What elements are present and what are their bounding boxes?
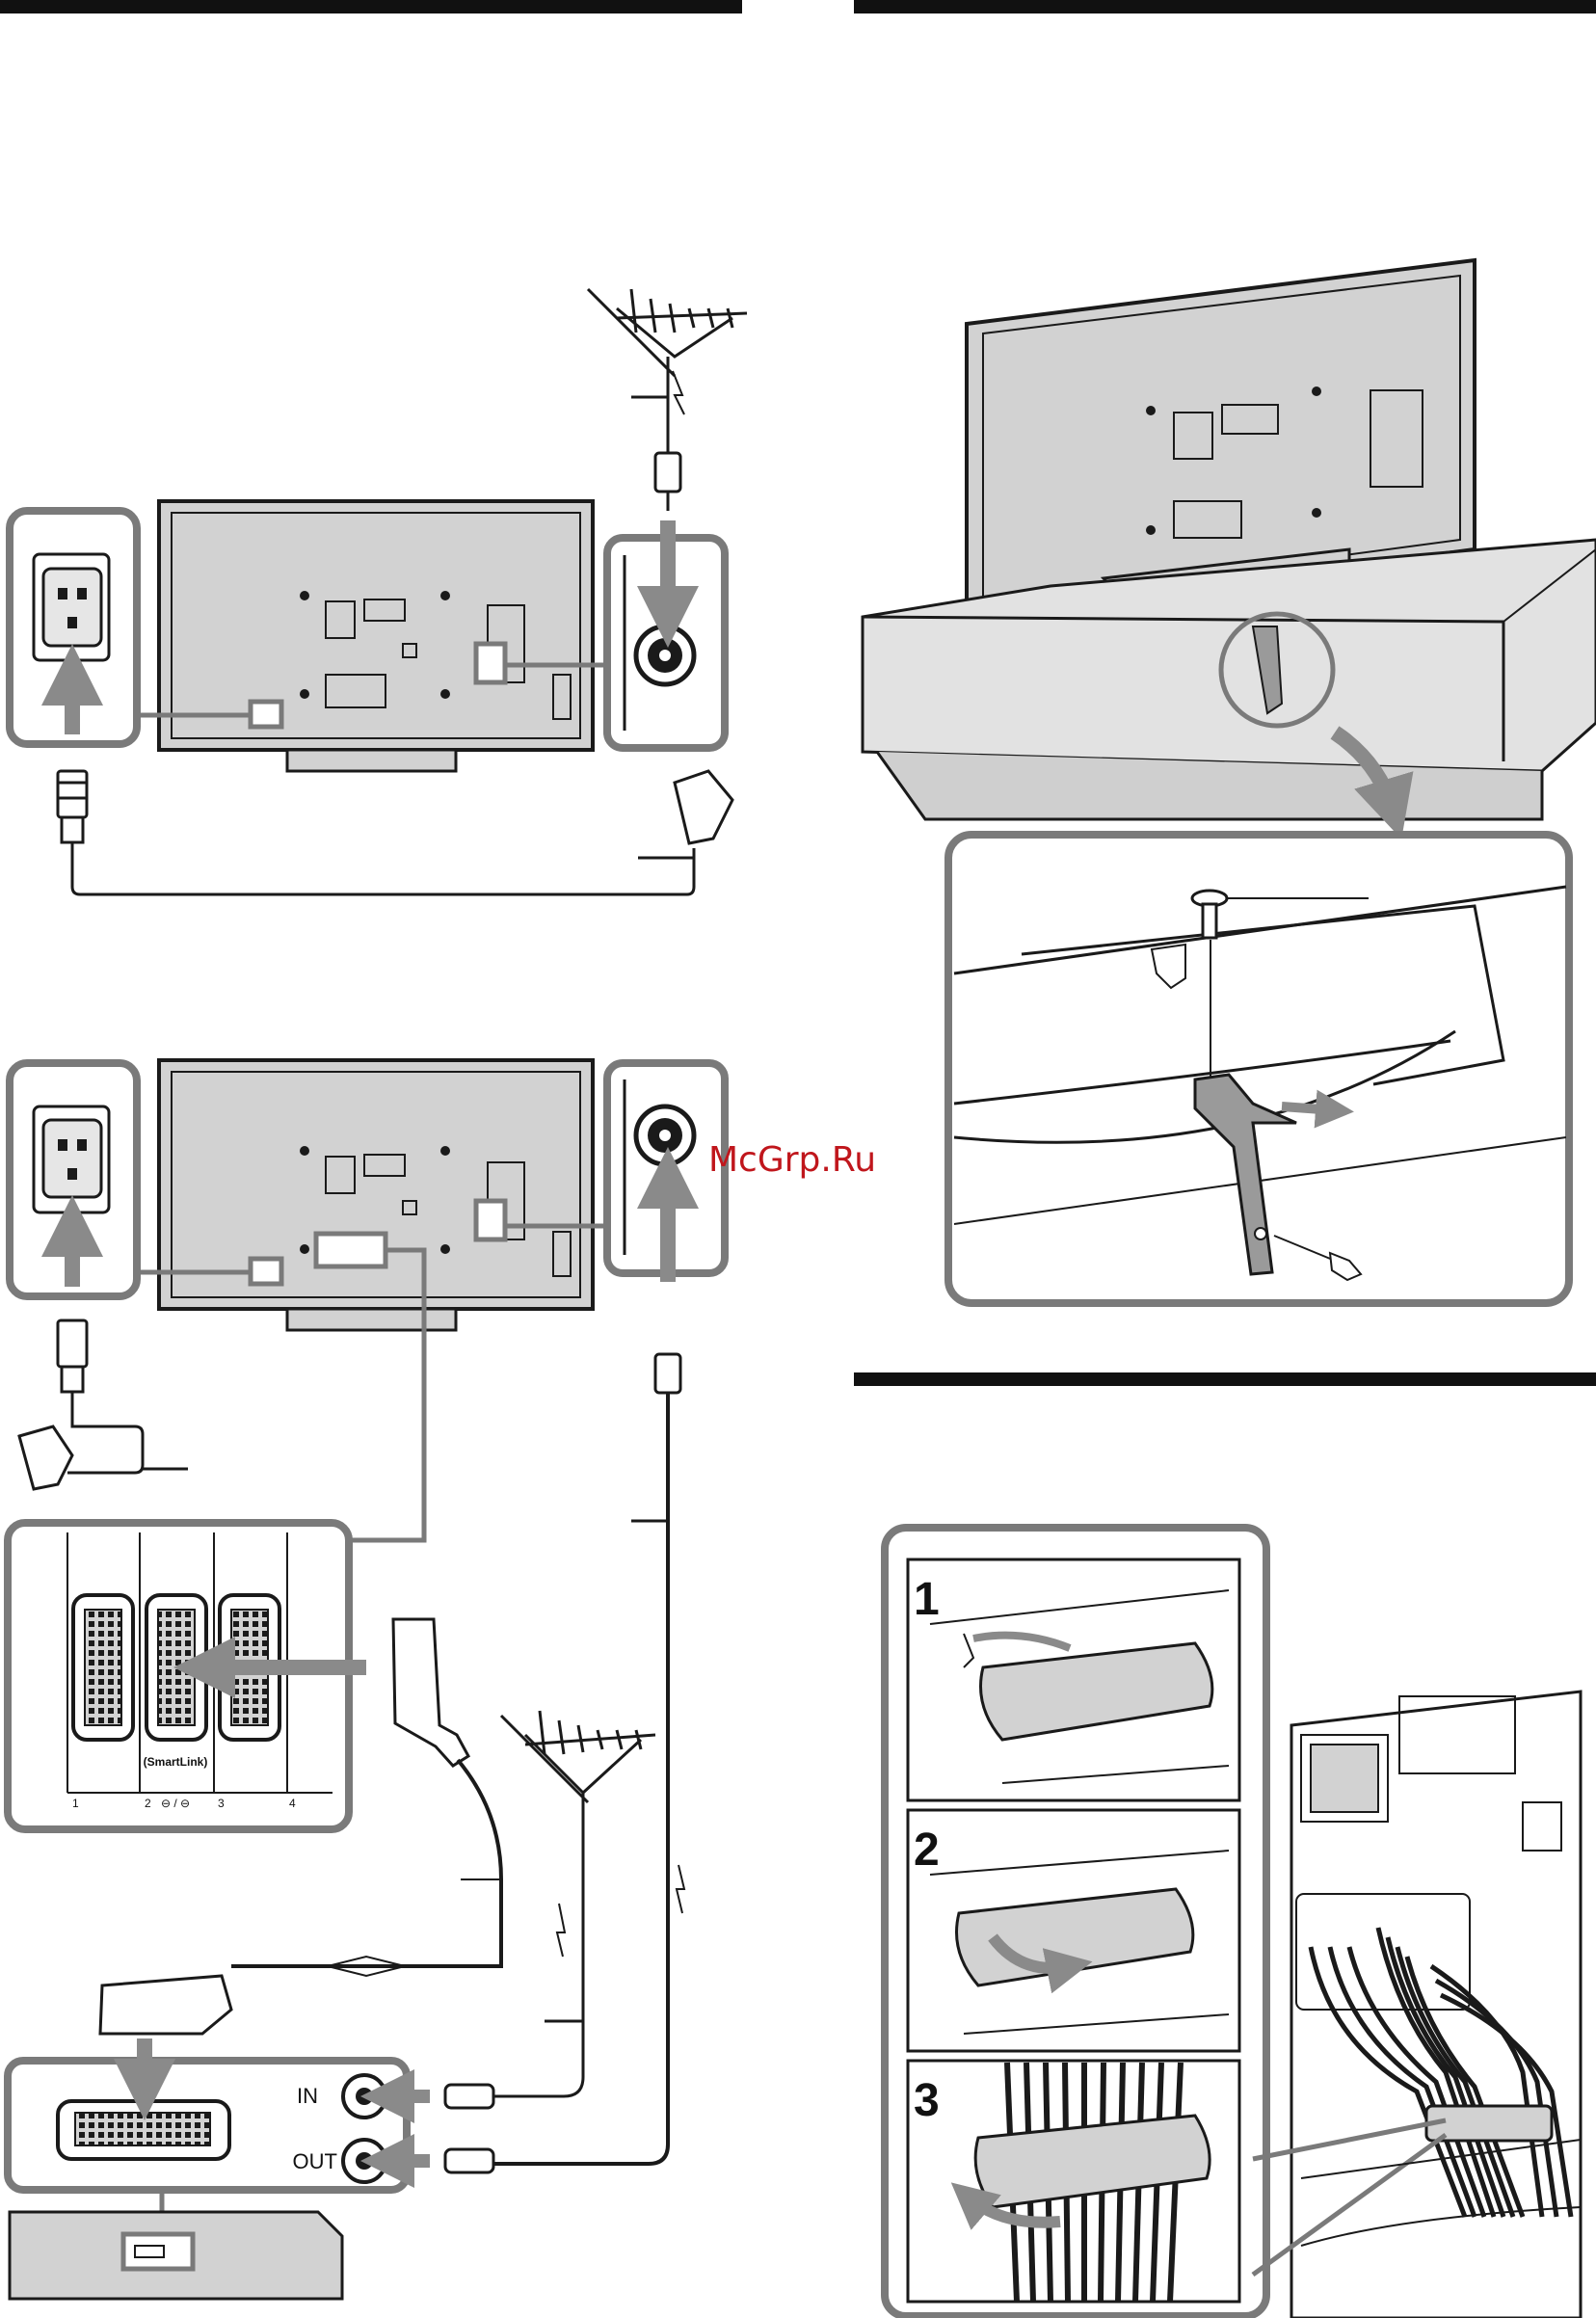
cable-holder-diagram: 1 2 3 <box>885 1528 1596 2318</box>
scart-socket-2 <box>146 1595 206 1740</box>
ac-inlet-icon-2 <box>43 1120 101 1197</box>
section-rule-right-top <box>854 0 1596 13</box>
port-number-4: 4 <box>289 1797 296 1810</box>
scart-socket-1 <box>73 1595 133 1740</box>
section-rule-right-middle <box>854 1372 1596 1386</box>
mains-lead-icon <box>58 771 732 894</box>
in-label: IN <box>297 2084 318 2108</box>
port-number-2: 2 <box>145 1797 151 1810</box>
port-number-3: 3 <box>218 1797 225 1810</box>
step-3-number: 3 <box>914 2075 940 2126</box>
aerial-connection-diagram <box>10 289 747 894</box>
out-label: OUT <box>293 2149 337 2173</box>
port-symbol: ⊖ / ⊖ <box>161 1797 190 1810</box>
tv-stand-strap-diagram: McGrp.Ru <box>708 260 1596 1303</box>
aerial-antenna-icon-2 <box>493 1354 684 2164</box>
step-2-number: 2 <box>914 1825 940 1876</box>
port-number-1: 1 <box>72 1797 79 1810</box>
tv-rear-panel <box>159 501 593 750</box>
ac-inlet-icon <box>43 569 101 646</box>
mains-lead-icon-2 <box>19 1320 188 1489</box>
recorder-device-icon <box>10 2190 342 2299</box>
watermark: McGrp.Ru <box>708 1140 876 1180</box>
aerial-antenna-icon <box>588 289 747 511</box>
recorder-connection-diagram: (SmartLink) 1 2 ⊖ / ⊖ 3 4 <box>8 1060 725 2299</box>
section-rule-left <box>0 0 742 13</box>
step-1-number: 1 <box>914 1574 940 1625</box>
smartlink-label: (SmartLink) <box>144 1755 208 1769</box>
